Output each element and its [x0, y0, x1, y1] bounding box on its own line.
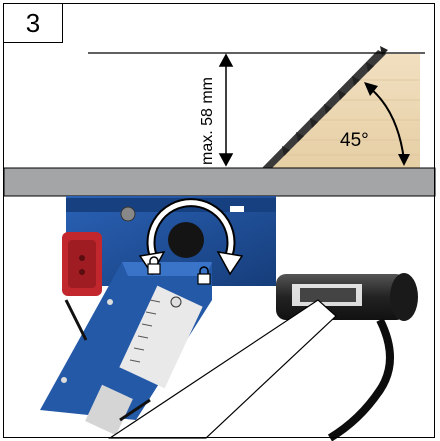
- wood-workpiece: [268, 54, 420, 168]
- knob: [120, 206, 136, 222]
- motor: [276, 273, 418, 321]
- saw-blade: [262, 46, 388, 168]
- depth-arrow: [218, 53, 234, 167]
- angle-arrow: [369, 87, 405, 161]
- lock-icon: [197, 266, 211, 285]
- power-cable: [327, 318, 394, 441]
- angle-label: 45°: [340, 130, 369, 151]
- angle-arrowhead-bottom: [398, 154, 410, 166]
- tilt-bracket: [40, 262, 212, 436]
- angle-arrowhead-top: [364, 82, 378, 96]
- tilt-knob: [168, 222, 204, 258]
- red-plug: [62, 232, 102, 296]
- saw-table: [3, 167, 436, 197]
- step-number: 3: [4, 4, 63, 43]
- rotate-arrow-icon: [138, 198, 244, 276]
- release-slot: [230, 206, 244, 212]
- callout-wedge: [108, 299, 337, 439]
- lock-icon: [147, 256, 161, 275]
- depth-label: max. 58 mm: [199, 77, 216, 165]
- stand-legs: [64, 299, 151, 422]
